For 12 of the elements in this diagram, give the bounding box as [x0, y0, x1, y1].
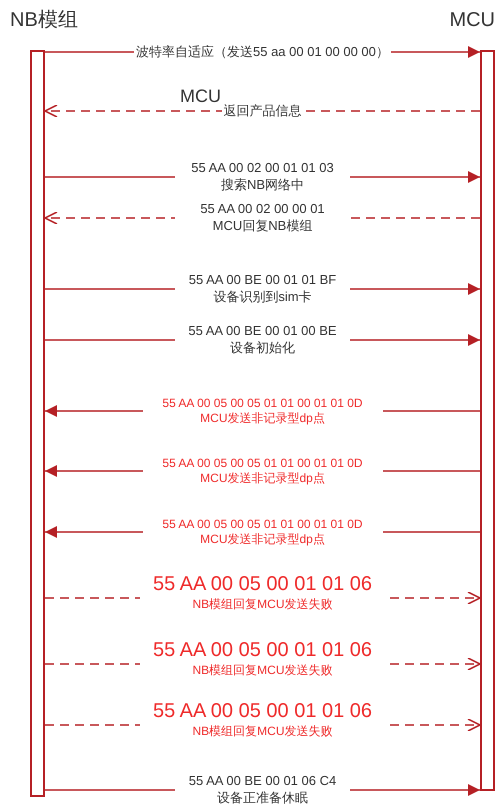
lifeline-heading: NB模组: [10, 8, 78, 32]
edge-label: 波特率自适应（发送55 aa 00 01 00 00 00）: [134, 44, 391, 60]
edge-label: 55 AA 00 05 00 05 01 01 00 01 01 0D MCU发送非记录型dp点: [142, 456, 382, 487]
edge-label: 55 AA 00 BE 00 01 01 BF 设备识别到sim卡: [175, 272, 350, 306]
edge-label: 55 AA 00 05 00 05 01 01 00 01 01 0D MCU发送非记录型dp点: [142, 516, 382, 548]
edge-label: 55 AA 00 05 00 05 01 01 00 01 01 0D MCU发送非记录型dp点: [142, 396, 382, 427]
note-text: MCU: [180, 86, 221, 106]
edge-label: 55 AA 00 BE 00 01 00 BE 设备初始化: [175, 323, 350, 357]
edge-label: 55 AA 00 BE 00 01 06 C4 设备正准备休眠: [175, 773, 350, 807]
edge-label: 55 AA 00 02 00 01 01 03 搜索NB网络中: [175, 160, 350, 194]
lifeline-heading: MCU: [449, 8, 495, 32]
edge-label: 返回产品信息: [222, 102, 304, 120]
